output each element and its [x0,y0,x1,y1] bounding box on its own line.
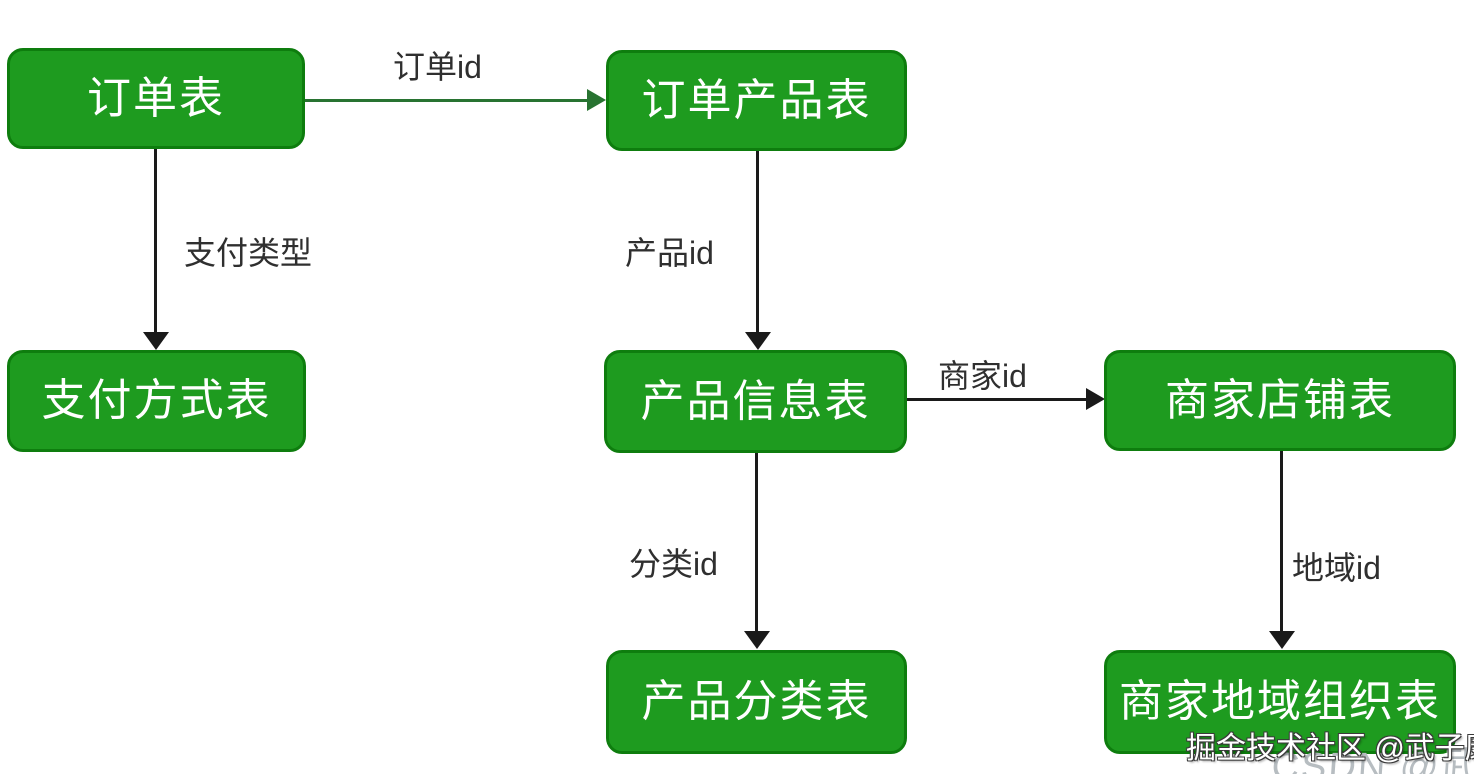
node-order-table: 订单表 [7,48,305,149]
arrowhead-down-icon [745,332,771,350]
edge-line-merchantshop-to-regionorg [1280,450,1283,632]
arrowhead-right-icon [587,89,606,111]
edge-line-order-to-payment [154,148,157,334]
watermark-juejin: 掘金技术社区 @武子康 [1186,732,1474,765]
node-product-info-table: 产品信息表 [604,350,907,453]
edge-line-order-to-orderproduct [305,99,589,102]
edge-line-productinfo-to-category [755,452,758,632]
edge-line-orderproduct-to-productinfo [756,150,759,334]
node-merchant-region-org-table: 商家地域组织表 [1104,650,1456,754]
edge-label-order-id: 订单id [393,49,482,85]
edge-label-product-id: 产品id [625,235,714,271]
arrowhead-down-icon [143,332,169,350]
edge-label-category-id: 分类id [629,546,718,582]
arrowhead-down-icon [1269,631,1295,649]
arrowhead-down-icon [744,631,770,649]
node-product-category-table: 产品分类表 [606,650,907,754]
node-order-product-table: 订单产品表 [606,50,907,151]
edge-label-merchant-id: 商家id [938,358,1027,394]
edge-label-payment-type: 支付类型 [184,235,313,271]
node-merchant-shop-table: 商家店铺表 [1104,350,1456,451]
node-payment-method-table: 支付方式表 [7,350,306,452]
arrowhead-right-icon [1086,388,1105,410]
edge-label-region-id: 地域id [1292,550,1381,586]
edge-line-productinfo-to-merchantshop [907,398,1087,401]
